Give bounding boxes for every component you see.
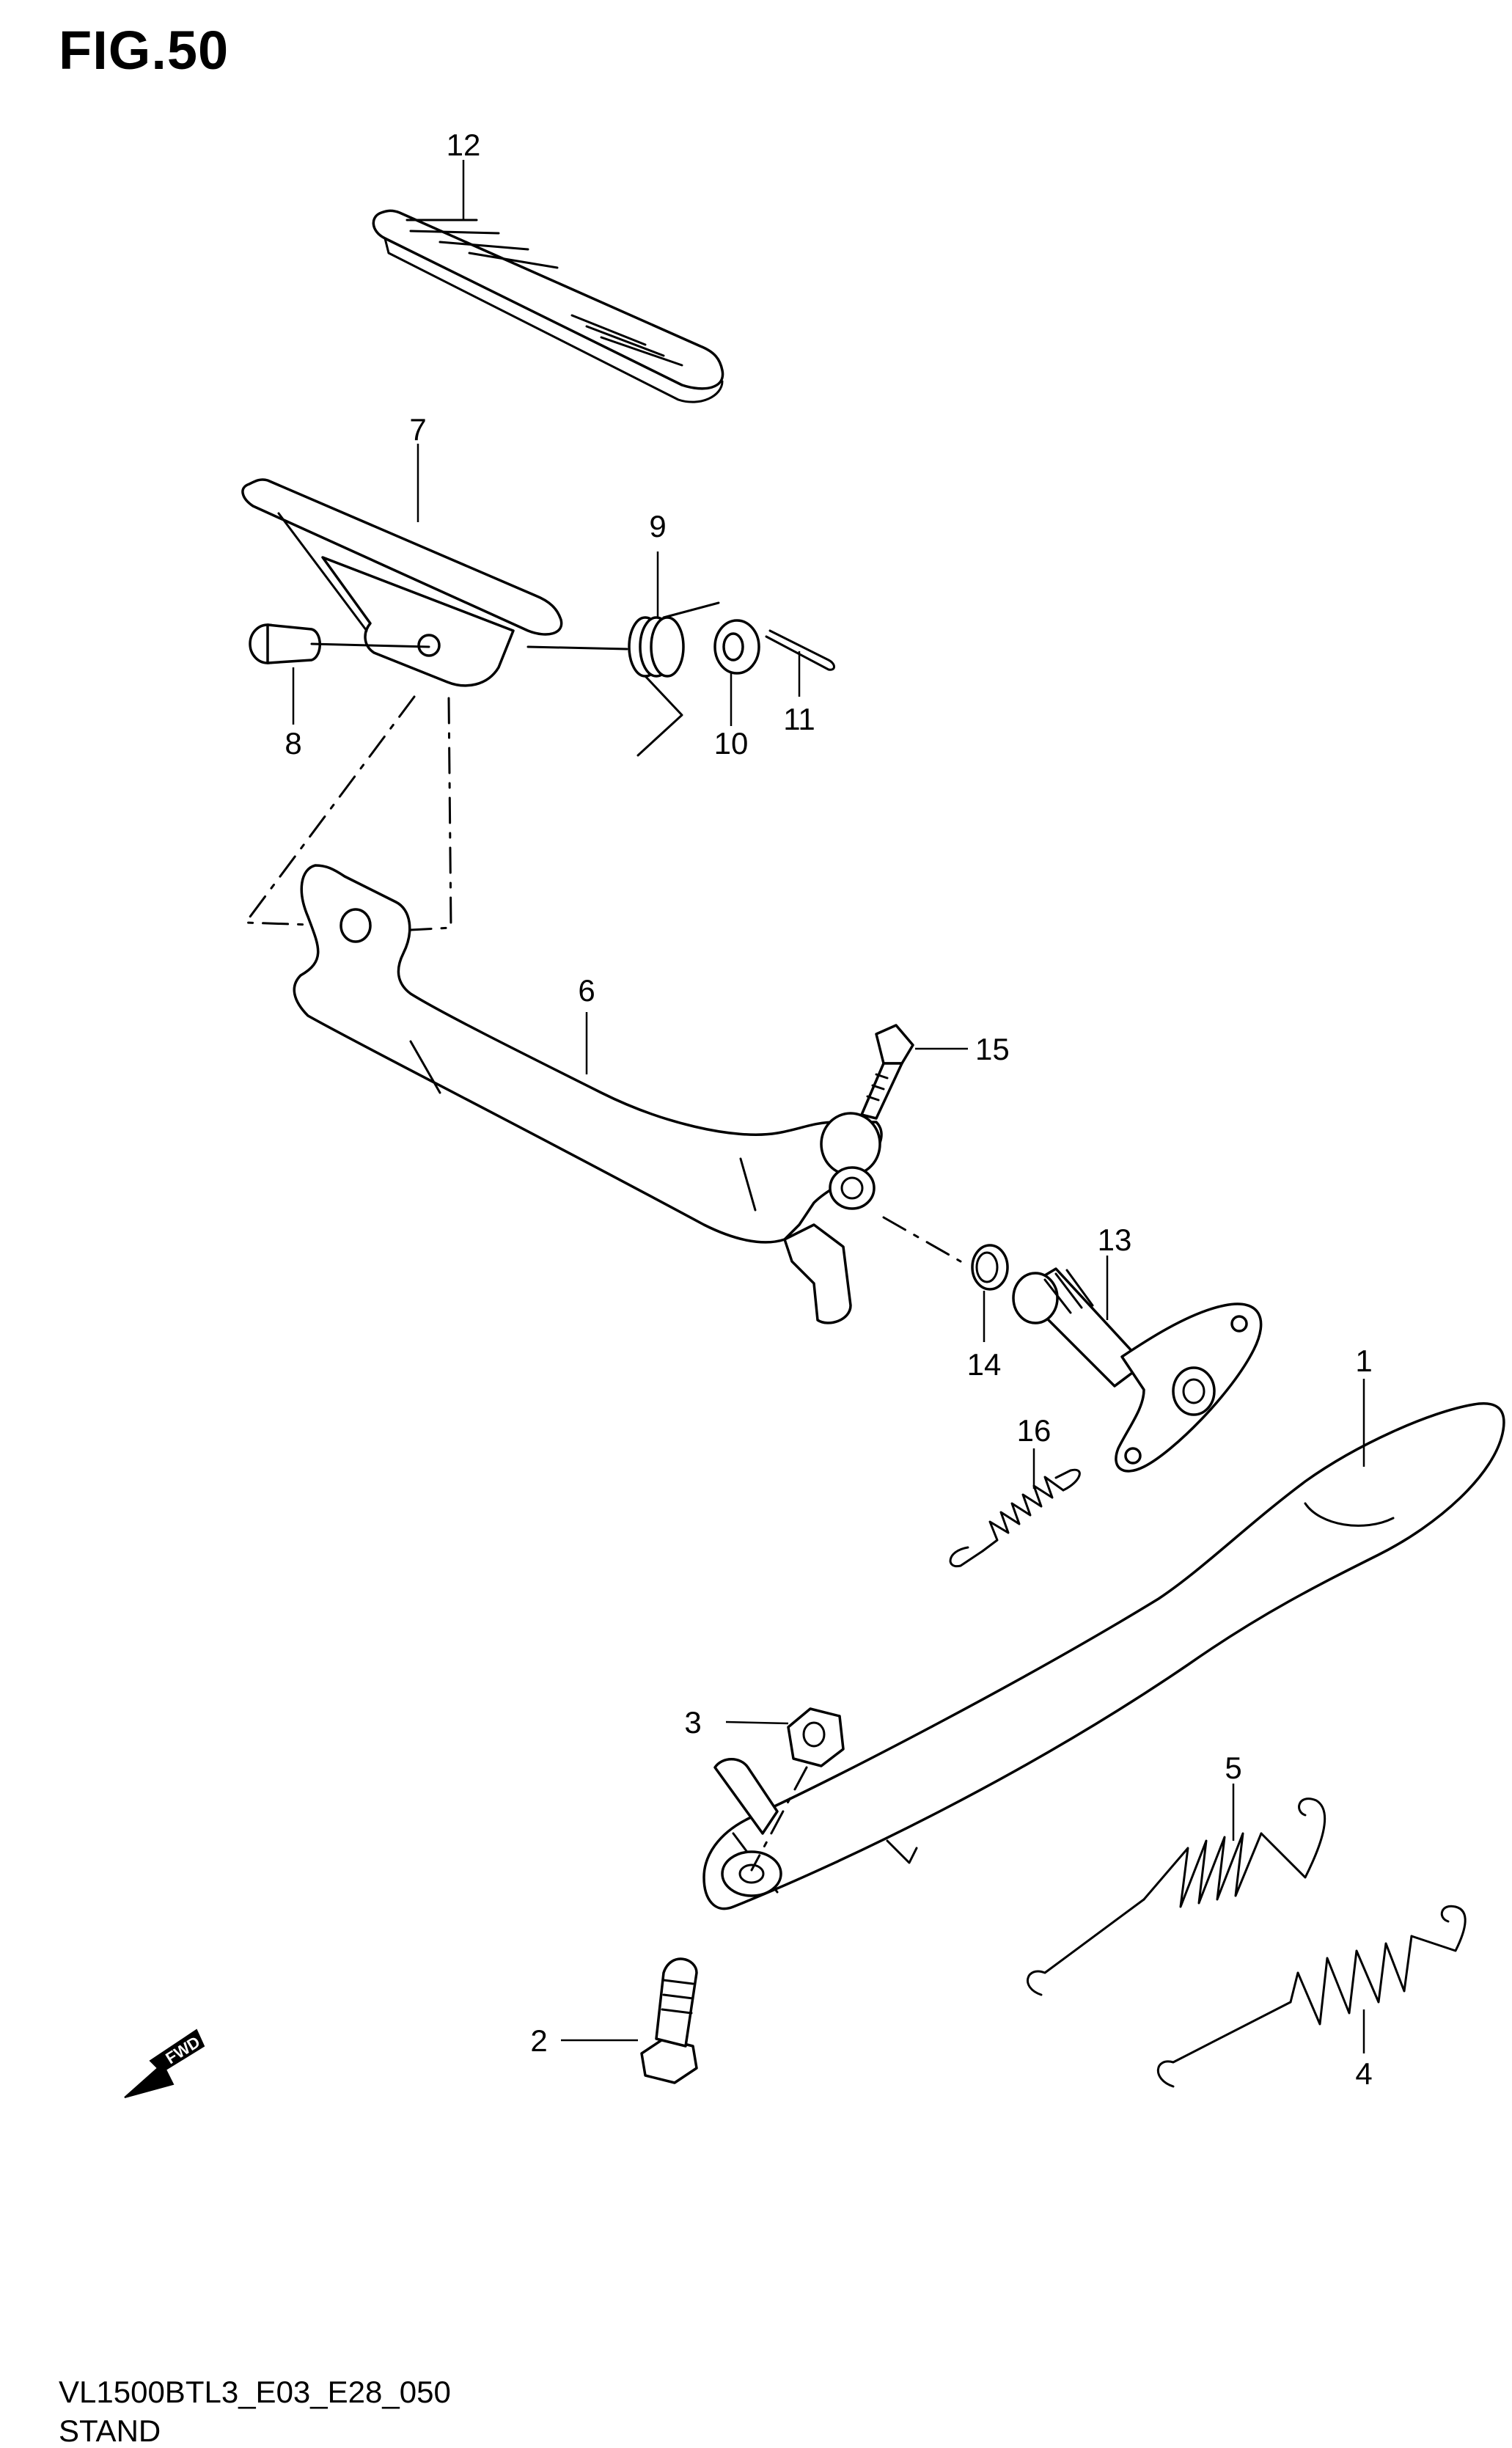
part-15-bolt bbox=[860, 1024, 914, 1120]
part-8-pin bbox=[249, 623, 430, 664]
part-2-bolt bbox=[640, 1957, 698, 2084]
callout-11: 11 bbox=[783, 702, 815, 736]
model-code: VL1500BTL3_E03_E28_050 bbox=[59, 2375, 451, 2409]
part-11-cotter-pin bbox=[765, 629, 835, 671]
part-6-lever bbox=[293, 864, 883, 1324]
part-1-side-stand bbox=[702, 1402, 1505, 1910]
callout-6: 6 bbox=[578, 973, 595, 1008]
figure-title: FIG.50 bbox=[59, 20, 230, 81]
part-10-washer bbox=[713, 619, 760, 675]
section-name: STAND bbox=[59, 2414, 161, 2448]
callout-10: 10 bbox=[714, 726, 749, 761]
part-5-spring bbox=[1027, 1797, 1326, 1996]
callout-7: 7 bbox=[409, 412, 426, 447]
callout-9: 9 bbox=[649, 509, 666, 543]
callout-8: 8 bbox=[285, 726, 301, 761]
part-12-pad bbox=[372, 209, 724, 403]
callout-2: 2 bbox=[530, 2023, 547, 2058]
callout-3: 3 bbox=[684, 1705, 701, 1740]
fwd-arrow-icon: FWD bbox=[124, 2029, 205, 2098]
callout-13: 13 bbox=[1098, 1223, 1132, 1257]
part-9-spring bbox=[526, 601, 720, 757]
part-4-spring bbox=[1156, 1905, 1467, 2088]
part-14-o-ring bbox=[971, 1244, 1009, 1291]
callout-14: 14 bbox=[967, 1347, 1002, 1382]
part-13-shaft bbox=[1012, 1267, 1263, 1473]
callout-1: 1 bbox=[1355, 1344, 1372, 1378]
callout-4: 4 bbox=[1355, 2056, 1372, 2091]
callout-12: 12 bbox=[447, 128, 481, 162]
callout-16: 16 bbox=[1017, 1413, 1052, 1448]
part-3-nut bbox=[787, 1707, 845, 1767]
callout-5: 5 bbox=[1225, 1751, 1241, 1785]
callout-15: 15 bbox=[975, 1032, 1010, 1066]
part-7-pedal bbox=[241, 478, 563, 687]
part-16-spring bbox=[949, 1468, 1081, 1568]
